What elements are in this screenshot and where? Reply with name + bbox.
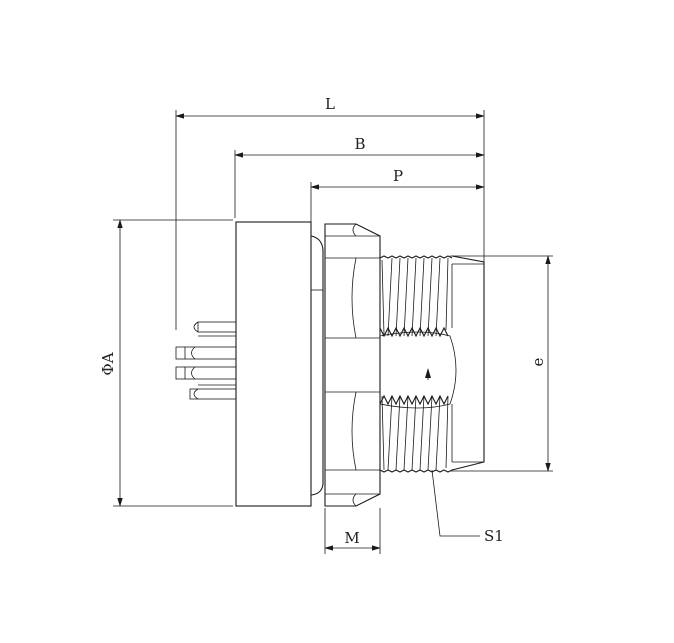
leader-s1-label: S1	[484, 527, 504, 545]
dimension-p-label: P	[393, 167, 403, 185]
thread-lower	[379, 394, 453, 473]
dimension-e: e	[450, 255, 553, 472]
leader-s1: S1	[431, 469, 504, 545]
contact-pins	[175, 321, 237, 400]
dimension-a: ΦA	[99, 219, 233, 507]
dimension-m: M	[324, 508, 381, 554]
dimension-a-label: ΦA	[99, 352, 117, 375]
dimension-b: B	[234, 135, 485, 218]
dimension-b-label: B	[354, 135, 365, 153]
dimension-m-label: M	[344, 529, 359, 547]
dimension-p: P	[310, 167, 485, 235]
dimension-e-label: e	[529, 357, 547, 366]
flange-body	[235, 221, 324, 507]
dimension-l-label: L	[325, 95, 335, 113]
thread-upper	[379, 255, 453, 338]
front-sleeve	[379, 255, 485, 471]
hex-nut	[324, 223, 381, 507]
